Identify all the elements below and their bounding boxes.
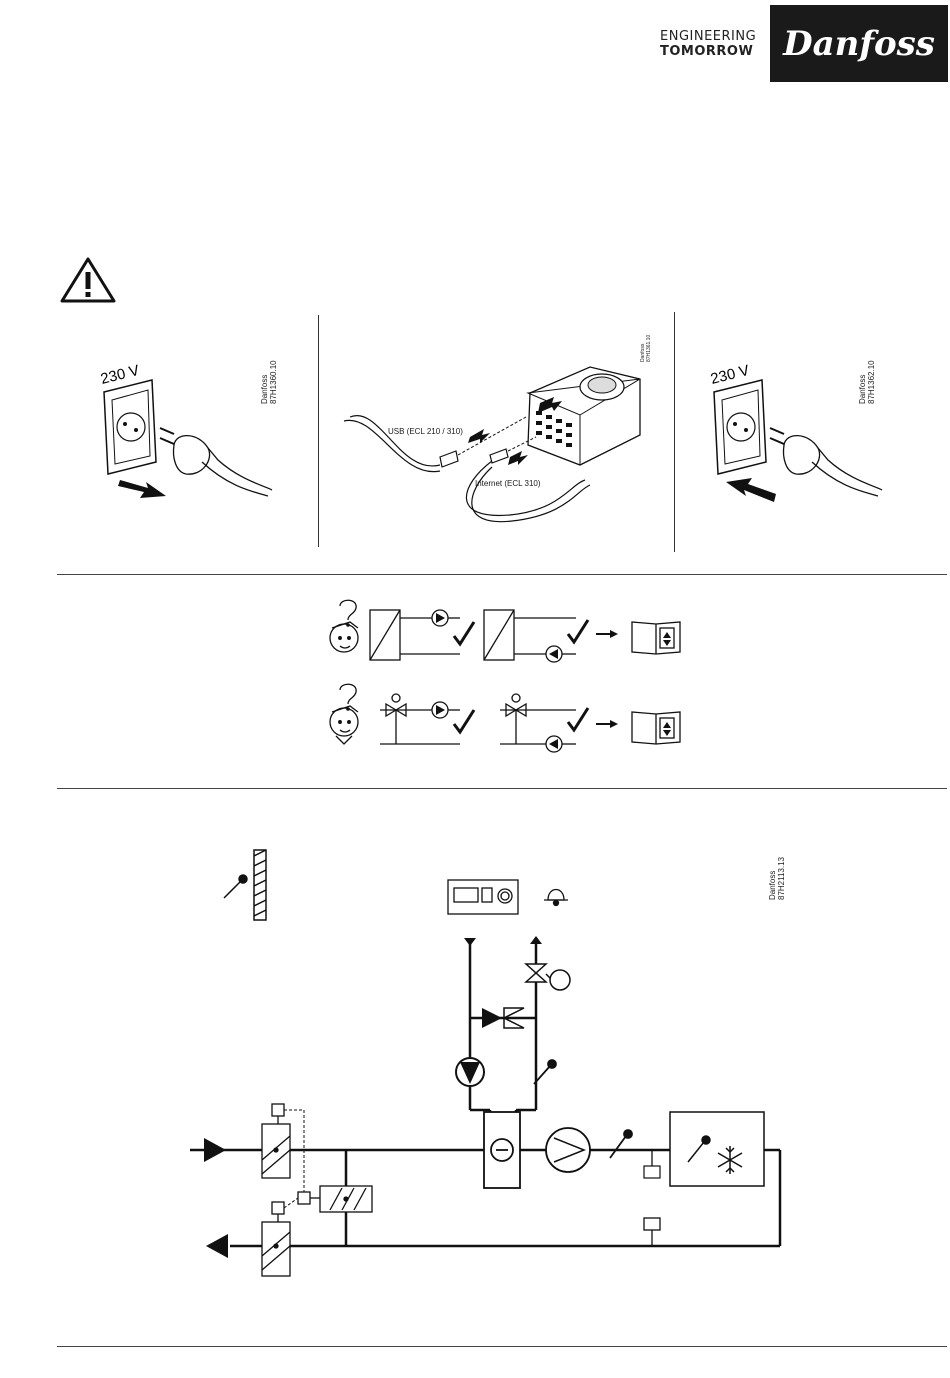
panel-divider-2 bbox=[674, 312, 675, 552]
code-line2: 87H1360.10 bbox=[269, 360, 278, 404]
manual-book-icon-2 bbox=[632, 712, 680, 744]
supply-temp-sensor bbox=[610, 1130, 660, 1178]
heating-coil bbox=[484, 1112, 520, 1188]
step2-panel: USB (ECL 210 / 310) Internet (ECL 310) bbox=[340, 345, 660, 545]
logo-text: Danfoss bbox=[783, 24, 935, 64]
code-line1: Danfoss bbox=[768, 857, 777, 900]
extract-temp-sensor bbox=[644, 1218, 660, 1246]
circulation-pump bbox=[456, 1058, 484, 1086]
tagline-line1: ENGINEERING bbox=[660, 29, 756, 44]
brand-tagline: ENGINEERING TOMORROW bbox=[660, 29, 756, 59]
panel-divider-1 bbox=[318, 315, 319, 547]
code-line2: 87H1361.10 bbox=[646, 335, 652, 362]
ecl-controller-icon bbox=[448, 880, 518, 914]
usb-cable-label: USB (ECL 210 / 310) bbox=[388, 427, 463, 436]
room-unit bbox=[670, 1112, 764, 1186]
warning-triangle-icon bbox=[58, 255, 118, 305]
code-line1: Danfoss bbox=[260, 360, 269, 404]
code-label-2: Danfoss 87H1361.10 bbox=[640, 335, 652, 362]
application-check-diagram bbox=[320, 598, 700, 768]
mixing-damper bbox=[298, 1186, 372, 1212]
voltage-text-3: 230 V bbox=[710, 362, 751, 388]
user-question-icon-2 bbox=[330, 684, 358, 744]
section-rule-3 bbox=[57, 1346, 947, 1347]
outdoor-air-arrow bbox=[204, 1138, 226, 1162]
controller-cables-illustration bbox=[340, 345, 660, 545]
user-question-icon bbox=[330, 600, 358, 652]
return-temp-sensor bbox=[534, 1060, 556, 1084]
voltage-text-1: 230 V bbox=[100, 362, 141, 388]
voltage-label-3: 230 V bbox=[710, 362, 770, 392]
alarm-bell-icon bbox=[544, 890, 568, 906]
outdoor-sensor bbox=[224, 850, 266, 920]
section-rule-1 bbox=[57, 574, 947, 575]
code-label-schematic: Danfoss 87H2113.13 bbox=[768, 857, 786, 900]
section-rule-2 bbox=[57, 788, 947, 789]
supply-fan bbox=[546, 1128, 590, 1172]
outdoor-air-damper bbox=[262, 1104, 290, 1178]
danfoss-logo: Danfoss bbox=[770, 5, 948, 82]
code-label-1: Danfoss 87H1360.10 bbox=[260, 360, 278, 404]
motorized-valve bbox=[526, 964, 570, 990]
internet-cable-label: Internet (ECL 310) bbox=[475, 479, 541, 488]
code-label-3: Danfoss 87H1362.10 bbox=[858, 360, 876, 404]
tagline-line2: TOMORROW bbox=[660, 44, 756, 59]
code-line2: 87H2113.13 bbox=[777, 857, 786, 900]
code-line1: Danfoss bbox=[858, 360, 867, 404]
voltage-label-1: 230 V bbox=[100, 362, 160, 392]
exhaust-air-arrow bbox=[206, 1234, 228, 1258]
manual-book-icon bbox=[632, 622, 680, 654]
code-line2: 87H1362.10 bbox=[867, 360, 876, 404]
exhaust-air-damper bbox=[262, 1202, 290, 1276]
ventilation-schematic bbox=[190, 840, 800, 1290]
